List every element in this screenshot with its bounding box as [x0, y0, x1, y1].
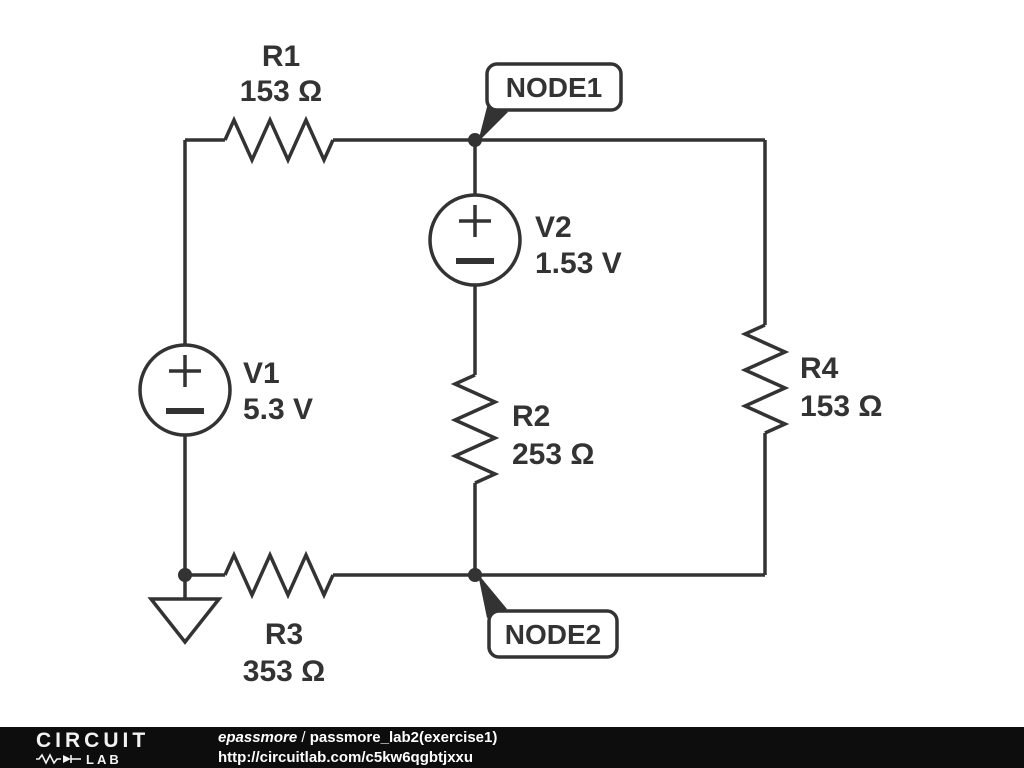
node2-box: [487, 609, 619, 659]
node2-pointer: [478, 574, 507, 618]
node1-box: [485, 62, 623, 112]
logo-text-lab: LAB: [86, 751, 122, 767]
attribution-separator: /: [297, 729, 310, 746]
v1-plus-icon: [169, 355, 201, 387]
v1-label: V1: [243, 357, 280, 390]
voltage-source-v2[interactable]: V2 1.53 V: [428, 193, 622, 287]
circuit-url[interactable]: http://circuitlab.com/c5kw6qgbtjxxu: [218, 748, 474, 766]
resistor-r3[interactable]: R3 353 Ω: [223, 550, 335, 688]
resistor-r2[interactable]: R2 253 Ω: [450, 373, 594, 485]
node2-label: NODE2: [505, 619, 601, 650]
resistor-r4[interactable]: R4 153 Ω: [740, 323, 882, 435]
v2-value: 1.53 V: [535, 247, 622, 280]
resistor-r1-zigzag: [223, 115, 335, 165]
project-name: passmore_lab2(exercise1): [309, 729, 498, 746]
v1-value: 5.3 V: [243, 393, 313, 426]
resistor-diode-icon: [36, 753, 81, 765]
r4-label: R4: [800, 352, 839, 385]
circuit-schematic: R1 153 Ω R3 353 Ω R2 253 Ω R4 153 Ω V1 5: [138, 40, 882, 688]
v2-circle: [428, 193, 522, 287]
ground-symbol[interactable]: [147, 597, 223, 645]
node1-label: NODE1: [506, 72, 602, 103]
footer-bar: CIRCUIT LAB epassmore / passmore_lab2(ex…: [0, 727, 1024, 768]
junction-dot-ground: [178, 568, 192, 582]
author-name: epassmore: [218, 729, 298, 746]
node1-pointer: [478, 103, 508, 142]
r3-label: R3: [265, 618, 303, 651]
v1-circle: [138, 343, 232, 437]
node2-flag[interactable]: NODE2: [478, 574, 619, 659]
resistor-r4-zigzag: [740, 323, 790, 435]
footer-meta: epassmore / passmore_lab2(exercise1) htt…: [182, 728, 497, 767]
junction-dot-node1: [468, 133, 482, 147]
voltage-source-v1[interactable]: V1 5.3 V: [138, 343, 313, 437]
ground-triangle: [147, 597, 223, 645]
r3-value: 353 Ω: [243, 655, 325, 688]
resistor-r1[interactable]: R1 153 Ω: [223, 40, 335, 165]
resistor-r2-zigzag: [450, 373, 500, 485]
r2-label: R2: [512, 400, 550, 433]
r2-value: 253 Ω: [512, 438, 594, 471]
footer-attribution: epassmore / passmore_lab2(exercise1): [218, 728, 497, 748]
node1-flag[interactable]: NODE1: [478, 62, 623, 142]
r1-label: R1: [262, 40, 300, 73]
junction-dot-node2: [468, 568, 482, 582]
v2-plus-icon: [459, 205, 491, 237]
resistor-r3-zigzag: [223, 550, 335, 600]
logo-text-circuit: CIRCUIT: [36, 728, 150, 752]
circuitlab-logo: CIRCUIT LAB: [0, 730, 182, 766]
v2-label: V2: [535, 211, 572, 244]
r4-value: 153 Ω: [800, 390, 882, 423]
r1-value: 153 Ω: [240, 75, 322, 108]
